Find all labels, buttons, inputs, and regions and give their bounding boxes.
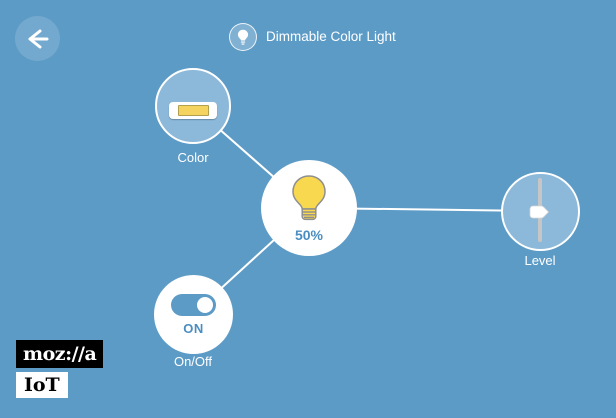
onoff-property-node[interactable]: ON <box>154 275 233 354</box>
device-bulb-node[interactable]: 50% <box>261 160 357 256</box>
onoff-state: ON <box>183 320 204 336</box>
bulb-glyph <box>237 29 249 45</box>
level-slider[interactable] <box>503 174 578 249</box>
page-header: Dimmable Color Light <box>229 23 396 51</box>
level-slider-thumb[interactable] <box>529 205 550 219</box>
brightness-value: 50% <box>294 226 324 243</box>
level-label: Level <box>524 253 556 268</box>
toggle-switch[interactable] <box>171 293 216 316</box>
color-swatch[interactable] <box>169 101 217 119</box>
bulb-icon <box>229 23 257 51</box>
toggle-thumb <box>197 296 213 313</box>
color-property-node[interactable] <box>155 68 231 144</box>
back-arrow-icon <box>28 29 48 48</box>
color-label: Color <box>177 150 209 165</box>
color-swatch-value <box>177 104 209 116</box>
level-property-node[interactable] <box>501 172 580 251</box>
page-title: Dimmable Color Light <box>266 29 396 44</box>
iot-logo: IoT <box>16 372 68 398</box>
back-button[interactable] <box>15 16 60 61</box>
onoff-label: On/Off <box>173 354 213 369</box>
lightbulb-icon <box>292 174 326 220</box>
mozilla-logo: moz://a <box>16 340 104 368</box>
